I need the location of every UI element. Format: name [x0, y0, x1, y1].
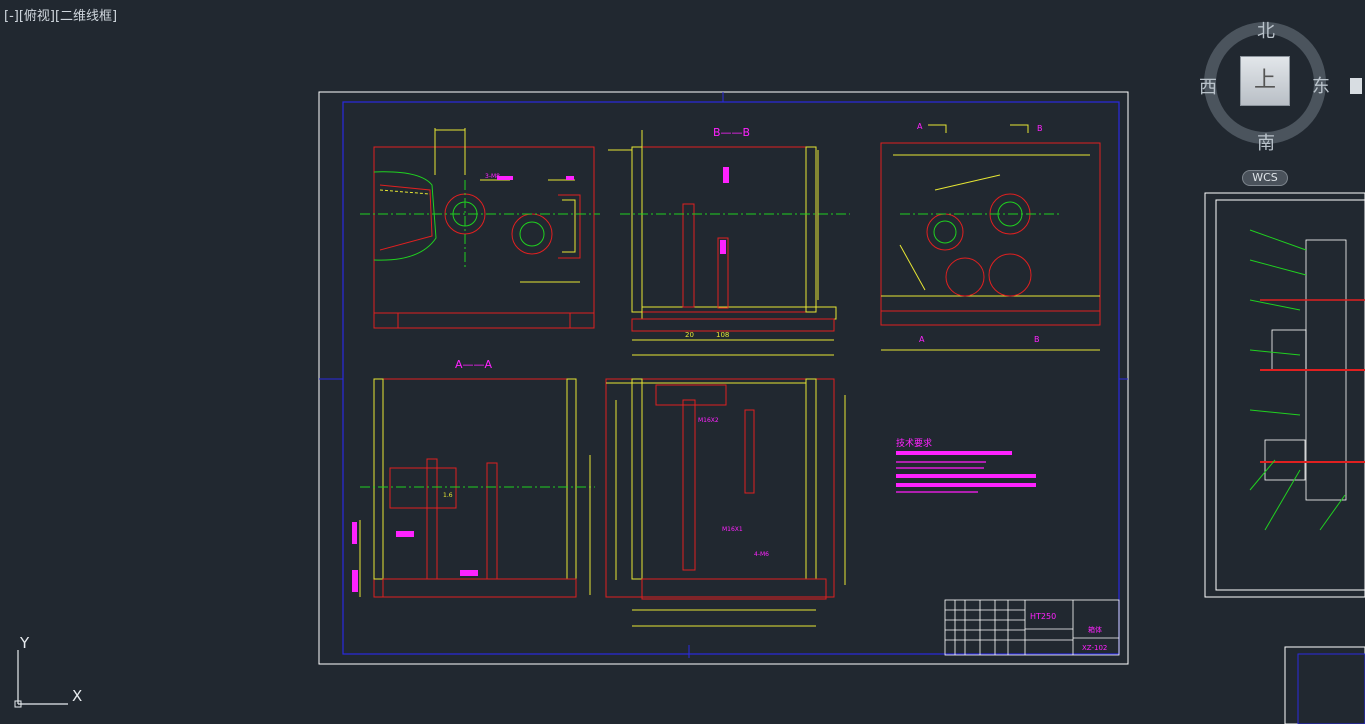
- view-b-marker-bottom: B: [1034, 335, 1040, 344]
- view-a-marker-top: A: [917, 122, 923, 131]
- view-a-marker-bottom: A: [919, 335, 925, 344]
- view-section-aa: A——A 1.6: [352, 358, 595, 598]
- thread-4m6-label: 4-M6: [754, 551, 769, 558]
- view-side-thread-label: 3-M8: [485, 173, 500, 180]
- roughness-label: 1.6: [443, 492, 453, 499]
- right-partial-sheet: [1204, 192, 1365, 724]
- viewcube[interactable]: 北 南 东 西 上 WCS: [1195, 15, 1340, 190]
- view-b-marker-top: B: [1037, 124, 1043, 133]
- view-top-right: A B A B: [880, 122, 1101, 351]
- viewport-controls-label[interactable]: [-][俯视][二维线框]: [4, 9, 118, 24]
- compass-south[interactable]: 南: [1257, 133, 1275, 154]
- viewcube-compass-ring[interactable]: [1195, 15, 1340, 165]
- section-aa-title: A——A: [455, 358, 493, 371]
- ucs-y-label: Y: [20, 634, 30, 652]
- drawing-frame: [342, 101, 1120, 655]
- title-block-material: HT250: [1030, 612, 1056, 621]
- compass-north[interactable]: 北: [1257, 21, 1275, 42]
- title-block-drawing-no: XZ-102: [1082, 644, 1107, 652]
- dim-108: 108: [716, 331, 729, 339]
- thread-m16-label: M16X1: [722, 526, 743, 533]
- wcs-menu-button[interactable]: WCS: [1242, 170, 1288, 186]
- view-section-bottom: M16X2 M16X1 4-M6: [605, 378, 846, 627]
- scrollbar-thumb[interactable]: [1350, 78, 1362, 94]
- viewcube-top-face[interactable]: 上: [1240, 56, 1290, 106]
- section-bb-title: B——B: [713, 126, 750, 139]
- ucs-icon: Y X: [10, 632, 90, 712]
- ucs-x-label: X: [72, 687, 83, 705]
- dim-20: 20: [685, 331, 694, 339]
- title-block: HT250 箱体 XZ-102: [944, 599, 1120, 656]
- compass-east[interactable]: 东: [1312, 76, 1330, 97]
- compass-west[interactable]: 西: [1199, 77, 1217, 98]
- technical-requirements: 技术要求: [896, 437, 1036, 493]
- tech-requirements-title: 技术要求: [896, 437, 932, 449]
- title-block-part-name: 箱体: [1088, 625, 1102, 634]
- view-section-bb: B——B 20 108: [608, 126, 850, 356]
- view-side: 3-M8: [360, 128, 600, 329]
- thread-m16x2-label: M16X2: [698, 417, 719, 424]
